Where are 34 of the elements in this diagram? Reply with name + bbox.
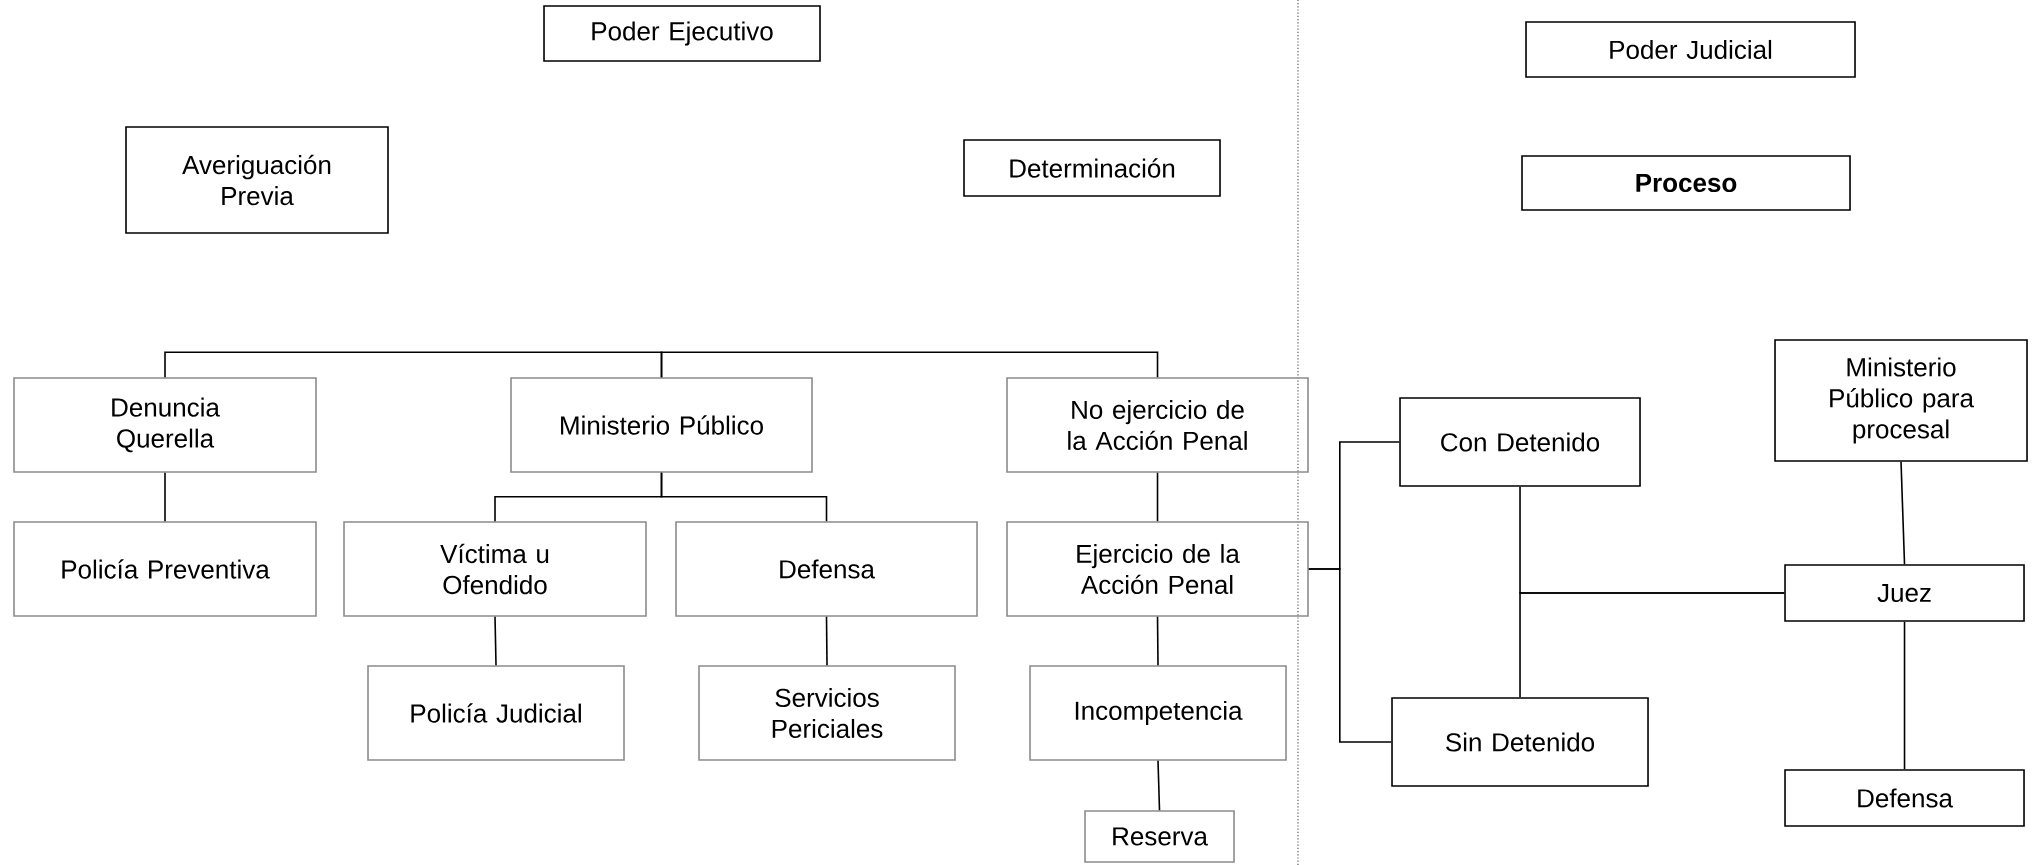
connector-line (660, 351, 1159, 378)
box: Defensa (1784, 769, 2025, 827)
connector-line (164, 472, 166, 522)
box: Servicios Periciales (698, 665, 956, 761)
box: Ministerio Público (510, 377, 813, 473)
connector-line (1157, 760, 1161, 811)
box: Defensa (675, 521, 978, 617)
connector-line (1900, 461, 1906, 565)
connector-line (494, 616, 497, 666)
connector-line (164, 351, 663, 378)
box: Proceso (1521, 155, 1851, 211)
box: Poder Ejecutivo (543, 5, 821, 62)
box: Juez (1784, 564, 2025, 622)
box: Averiguación Previa (125, 126, 389, 234)
box: Policía Preventiva (13, 521, 317, 617)
box: Poder Judicial (1525, 21, 1856, 78)
box: Policía Judicial (367, 665, 625, 761)
box: Ejercicio de la Acción Penal (1006, 521, 1309, 617)
box: No ejercicio de la Acción Penal (1006, 377, 1309, 473)
connector-line (1308, 568, 1392, 743)
box: Víctima u Ofendido (343, 521, 647, 617)
connector-line (1156, 472, 1159, 522)
box: Denuncia Querella (13, 377, 317, 473)
box: Determinación (963, 139, 1221, 197)
connector-line (660, 472, 828, 522)
box: Reserva (1084, 810, 1235, 863)
connector-line (1903, 621, 1906, 770)
connector-line (825, 616, 828, 666)
box: Con Detenido (1399, 397, 1641, 487)
box: Sin Detenido (1391, 697, 1649, 787)
connector-line (1156, 616, 1159, 666)
box: Incompetencia (1029, 665, 1287, 761)
box: Ministerio Público para procesal (1774, 339, 2028, 462)
connector-line (1519, 592, 1785, 698)
